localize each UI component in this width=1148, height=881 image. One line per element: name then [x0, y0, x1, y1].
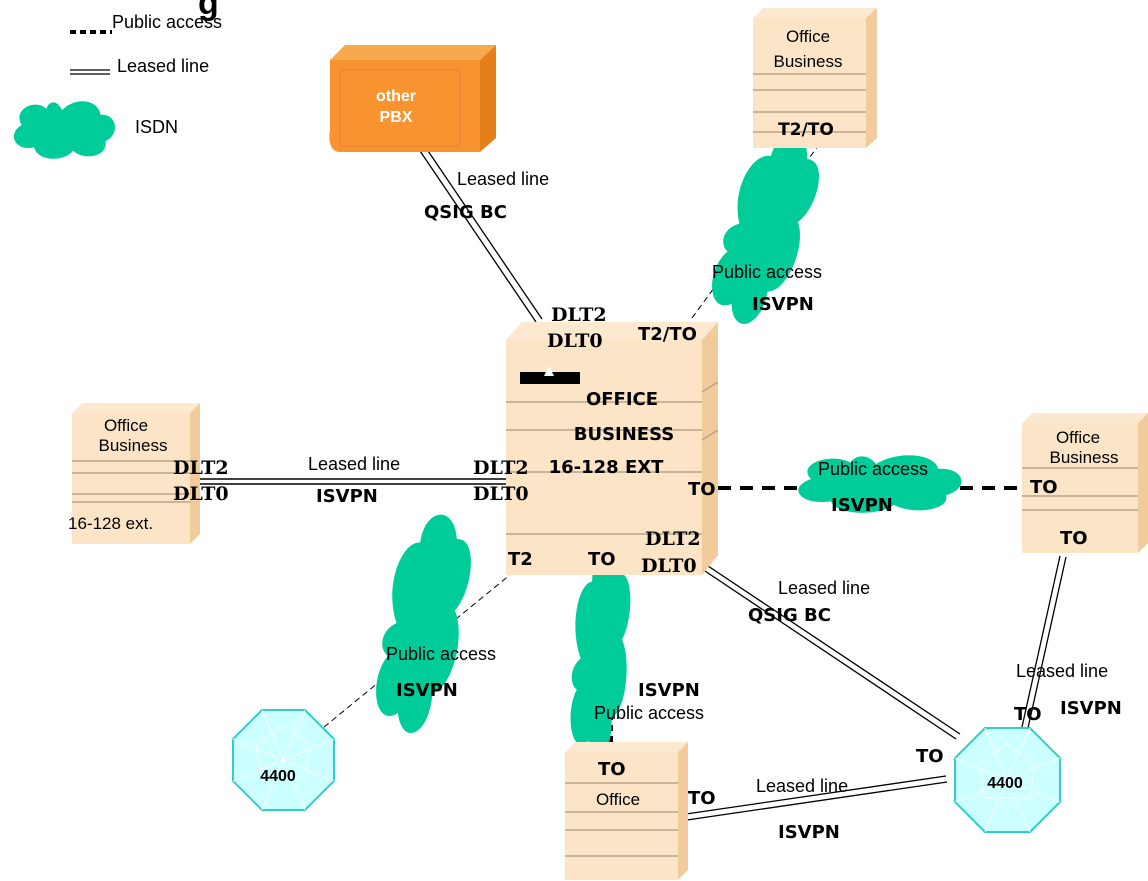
legend: g Public access Leased line ISDN [13, 0, 222, 159]
link-bottom-leased [685, 775, 948, 821]
legend-leased-line: Leased line [117, 56, 209, 76]
right-leased-protocol: ISVPN [1060, 698, 1122, 719]
office-left-port-a: DLT2 [173, 457, 229, 479]
central-port-bottom-to: TO [588, 549, 616, 570]
office-left-line2: Business [99, 436, 168, 455]
pbx-leased-protocol: QSIG BC [424, 202, 507, 223]
central-port-left-a: DLT2 [473, 457, 529, 479]
bottom-public-line-label: Public access [594, 703, 704, 723]
office-left-line1: Office [104, 416, 148, 435]
office-bottom-box[interactable]: TO Office TO [565, 742, 716, 880]
central-port-top-b: DLT0 [547, 330, 603, 352]
pbx-4400-right[interactable]: 4400 TO TO [916, 704, 1061, 833]
office-bottom-line1: Office [596, 790, 640, 809]
office-right-line2: Business [1050, 448, 1119, 467]
other-pbx-line2: PBX [380, 109, 413, 126]
office-right-port-bottom: TO [1060, 528, 1088, 549]
legend-isdn: ISDN [135, 117, 178, 137]
pbx-leased-line-label: Leased line [457, 169, 549, 189]
central-slot-icon [520, 372, 580, 384]
left-leased-line-label: Leased line [308, 454, 400, 474]
right-leased-line-label: Leased line [1016, 661, 1108, 681]
legend-heading-fragment: g [198, 0, 219, 22]
top-public-line-label: Public access [712, 262, 822, 282]
other-pbx-box[interactable]: other PBX [329, 45, 496, 152]
central-line2: BUSINESS [574, 424, 674, 445]
bottom-leased-line-label: Leased line [756, 776, 848, 796]
link-br-leased [704, 565, 961, 740]
legend-cloud-icon [13, 101, 116, 159]
office-right-line1: Office [1056, 428, 1100, 447]
office-bottom-port-top: TO [598, 759, 626, 780]
br-leased-protocol: QSIG BC [748, 605, 831, 626]
central-port-right: TO [688, 479, 716, 500]
legend-public-access: Public access [112, 12, 222, 32]
pbx-4400-left-label: 4400 [260, 768, 296, 785]
central-port-top-a: DLT2 [551, 304, 607, 326]
bottom-public-protocol: ISVPN [638, 680, 700, 701]
central-port-br-b: DLT0 [641, 555, 697, 577]
central-office-box[interactable]: OFFICE BUSINESS 16-128 EXT DLT2 DLT0 T2/… [473, 304, 719, 577]
link-pbx-leased [417, 144, 543, 323]
office-left-port-b: DLT0 [173, 483, 229, 505]
bottom-leased-protocol: ISVPN [778, 822, 840, 843]
pbx-4400-right-port-top: TO [1014, 704, 1042, 725]
other-pbx-line1: other [376, 88, 416, 105]
br-leased-line-label: Leased line [778, 578, 870, 598]
left-leased-protocol: ISVPN [316, 486, 378, 507]
office-bottom-port-right: TO [688, 788, 716, 809]
top-public-protocol: ISVPN [752, 294, 814, 315]
bl-public-line-label: Public access [386, 644, 496, 664]
office-right-box[interactable]: Office Business TO TO [1022, 413, 1148, 553]
office-left-line3: 16-128 ext. [68, 514, 153, 533]
office-top-right-port: T2/TO [778, 120, 834, 140]
office-top-right-line2: Business [774, 52, 843, 71]
central-line3: 16-128 EXT [549, 457, 665, 478]
cloud-bottom-icon [563, 551, 637, 760]
cloud-bottom-left-icon [363, 507, 485, 740]
office-top-right-line1: Office [786, 27, 830, 46]
right-public-protocol: ISVPN [831, 495, 893, 516]
pbx-4400-right-label: 4400 [987, 775, 1023, 792]
central-port-bottom-t2: T2 [508, 549, 533, 570]
link-left-leased [196, 478, 514, 485]
central-port-br-a: DLT2 [645, 528, 701, 550]
right-public-line-label: Public access [818, 459, 928, 479]
office-right-port-top: TO [1030, 477, 1058, 498]
central-port-top-right: T2/TO [638, 324, 697, 345]
pbx-4400-right-port-left: TO [916, 746, 944, 767]
office-top-right-box[interactable]: Office Business T2/TO [753, 8, 877, 148]
central-line1: OFFICE [586, 389, 658, 410]
link-right-leased [1019, 555, 1067, 738]
pbx-4400-left[interactable]: 4400 [232, 709, 335, 811]
central-port-left-b: DLT0 [473, 483, 529, 505]
bl-public-protocol: ISVPN [396, 680, 458, 701]
office-left-box[interactable]: Office Business 16-128 ext. DLT2 DLT0 [68, 403, 229, 544]
